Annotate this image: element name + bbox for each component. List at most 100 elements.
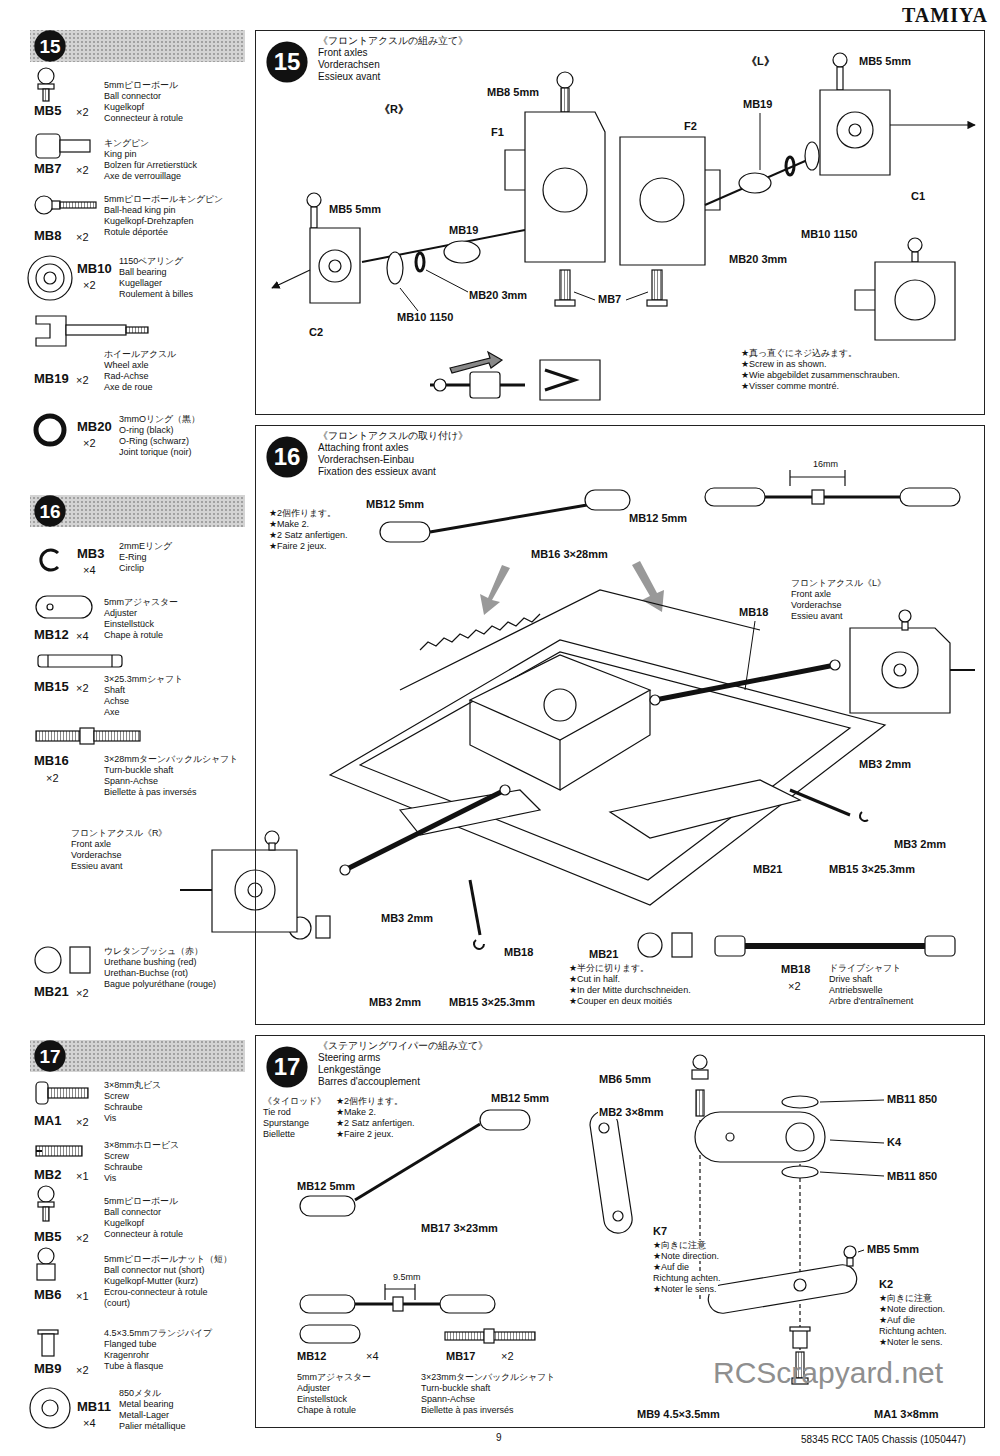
part-name: Rad-Achse bbox=[103, 371, 150, 381]
chassis-drawing bbox=[180, 470, 975, 957]
note-text: ★真っ直ぐにネジ込みます。 bbox=[740, 348, 858, 358]
step-number: 15 bbox=[34, 30, 66, 62]
quantity: ×2 bbox=[787, 980, 802, 993]
part-code: MB15 bbox=[33, 680, 70, 695]
callout-label: MB12 5mm bbox=[490, 1092, 550, 1105]
part-icon bbox=[38, 68, 54, 84]
leader-line bbox=[830, 1140, 884, 1143]
front-axle-drawing bbox=[652, 270, 662, 300]
steering-drawing bbox=[794, 1279, 806, 1291]
step-heading-holder: 《フロントアクスルの取り付け》Attaching front axlesVord… bbox=[318, 430, 468, 478]
front-axle-drawing bbox=[272, 270, 310, 288]
part-name: Kragenrohr bbox=[103, 1350, 150, 1360]
quantity: ×2 bbox=[75, 374, 90, 387]
step-header-bar bbox=[30, 30, 245, 62]
part-code: MB7 bbox=[33, 162, 62, 177]
step-number-holder: 17 bbox=[266, 1046, 308, 1088]
chassis-drawing bbox=[610, 780, 800, 838]
front-axle-drawing bbox=[555, 300, 575, 306]
part-icon bbox=[36, 316, 66, 346]
part-name: 1150ベアリング bbox=[118, 256, 184, 266]
part-name: King pin bbox=[103, 149, 138, 159]
part-name: Metal bearing bbox=[118, 1399, 175, 1409]
chassis-drawing bbox=[900, 488, 960, 506]
note-text: ★Cut in half. bbox=[568, 974, 621, 984]
part-name: 3×8mmホロービス bbox=[103, 1140, 180, 1150]
part-code: MB3 bbox=[76, 547, 105, 562]
part-code: MB9 bbox=[33, 1362, 62, 1377]
front-axle-drawing bbox=[505, 150, 525, 190]
front-axle-drawing bbox=[561, 88, 569, 112]
chassis-drawing bbox=[899, 610, 911, 622]
part-name: Chape à rotule bbox=[296, 1405, 357, 1415]
front-axle-drawing bbox=[875, 262, 955, 340]
part-name: フロントアクスル《L》 bbox=[790, 578, 887, 588]
front-axle-drawing bbox=[525, 112, 605, 262]
step-heading: Attaching front axles bbox=[318, 442, 468, 454]
part-name: Essieu avant bbox=[790, 611, 844, 621]
front-axle-drawing bbox=[705, 158, 812, 205]
steering-drawing bbox=[393, 1297, 403, 1311]
chassis-drawing bbox=[500, 785, 510, 795]
front-axle-drawing bbox=[786, 157, 794, 175]
callout-label: MB5 5mm bbox=[866, 1243, 920, 1256]
step-heading: Vorderachsen-Einbau bbox=[318, 454, 468, 466]
part-name: Axe de roue bbox=[103, 382, 154, 392]
note-text: ★2個作ります。 bbox=[335, 1096, 404, 1106]
chassis-drawing bbox=[585, 490, 630, 510]
callout-label: MB11 850 bbox=[886, 1093, 938, 1106]
chassis-drawing bbox=[925, 936, 955, 956]
part-name: ホイールアクスル bbox=[103, 349, 177, 359]
part-icon bbox=[35, 947, 61, 973]
part-name: Kugelkopf-Mutter (kurz) bbox=[103, 1276, 199, 1286]
part-name: Turn-buckle shaft bbox=[103, 765, 174, 775]
note-text: ★Auf die bbox=[652, 1262, 690, 1272]
steering-drawing bbox=[692, 1070, 708, 1079]
note-text: ★半分に切ります。 bbox=[568, 963, 650, 973]
chassis-drawing bbox=[474, 940, 484, 949]
chassis-drawing bbox=[638, 933, 662, 957]
leader-line bbox=[858, 1250, 864, 1252]
step-heading: Steering arms bbox=[318, 1052, 488, 1064]
part-name: Vorderachse bbox=[790, 600, 843, 610]
note-text: ★向きに注意 bbox=[878, 1293, 933, 1303]
chassis-drawing bbox=[850, 628, 950, 713]
chassis-drawing bbox=[400, 790, 540, 835]
callout-label: MB3 2mm bbox=[380, 912, 434, 925]
quantity: ×2 bbox=[75, 987, 90, 1000]
note-text: ★Make 2. bbox=[335, 1107, 377, 1117]
callout-label: MB10 1150 bbox=[396, 311, 454, 324]
chassis-drawing bbox=[705, 488, 765, 506]
part-name: Arbre d'entraînement bbox=[828, 996, 914, 1006]
part-code: MB6 bbox=[33, 1288, 62, 1303]
step-header-bar bbox=[30, 1040, 245, 1072]
chassis-drawing bbox=[672, 933, 692, 957]
part-code: MB20 bbox=[76, 420, 113, 435]
part-name: Drive shaft bbox=[828, 974, 873, 984]
chassis-drawing bbox=[790, 790, 850, 815]
steering-drawing bbox=[480, 1110, 530, 1130]
step-heading: 《フロントアクスルの取り付け》 bbox=[318, 430, 468, 442]
part-name: Ball bearing bbox=[118, 267, 168, 277]
leader-lines bbox=[400, 113, 884, 1252]
leader-line bbox=[400, 288, 418, 311]
note-text: ★2 Satz anfertigen. bbox=[268, 530, 349, 540]
part-name: Adjuster bbox=[103, 608, 138, 618]
callout-label: MB5 5mm bbox=[858, 55, 912, 68]
watermark: RCScrapyard.net bbox=[712, 1356, 944, 1391]
footer-text: 9 bbox=[495, 1432, 503, 1444]
footer-text: 58345 RCC TA05 Chassis (1050447) bbox=[800, 1434, 967, 1446]
note-text: ★Note direction. bbox=[878, 1304, 946, 1314]
callout-label: C1 bbox=[910, 190, 926, 203]
step-header-bar bbox=[30, 495, 245, 527]
callout-label: K2 bbox=[878, 1278, 894, 1291]
steering-drawing bbox=[695, 1112, 825, 1162]
part-name: Palier métallique bbox=[118, 1421, 187, 1431]
step-circle bbox=[34, 495, 65, 526]
front-axle-drawing bbox=[890, 124, 975, 125]
callout-label: MB18 bbox=[738, 606, 769, 619]
steering-drawing bbox=[782, 1166, 818, 1178]
part-name: Schraube bbox=[103, 1162, 144, 1172]
steering-drawing bbox=[786, 1123, 814, 1151]
part-name: Connecteur à rotule bbox=[103, 113, 184, 123]
